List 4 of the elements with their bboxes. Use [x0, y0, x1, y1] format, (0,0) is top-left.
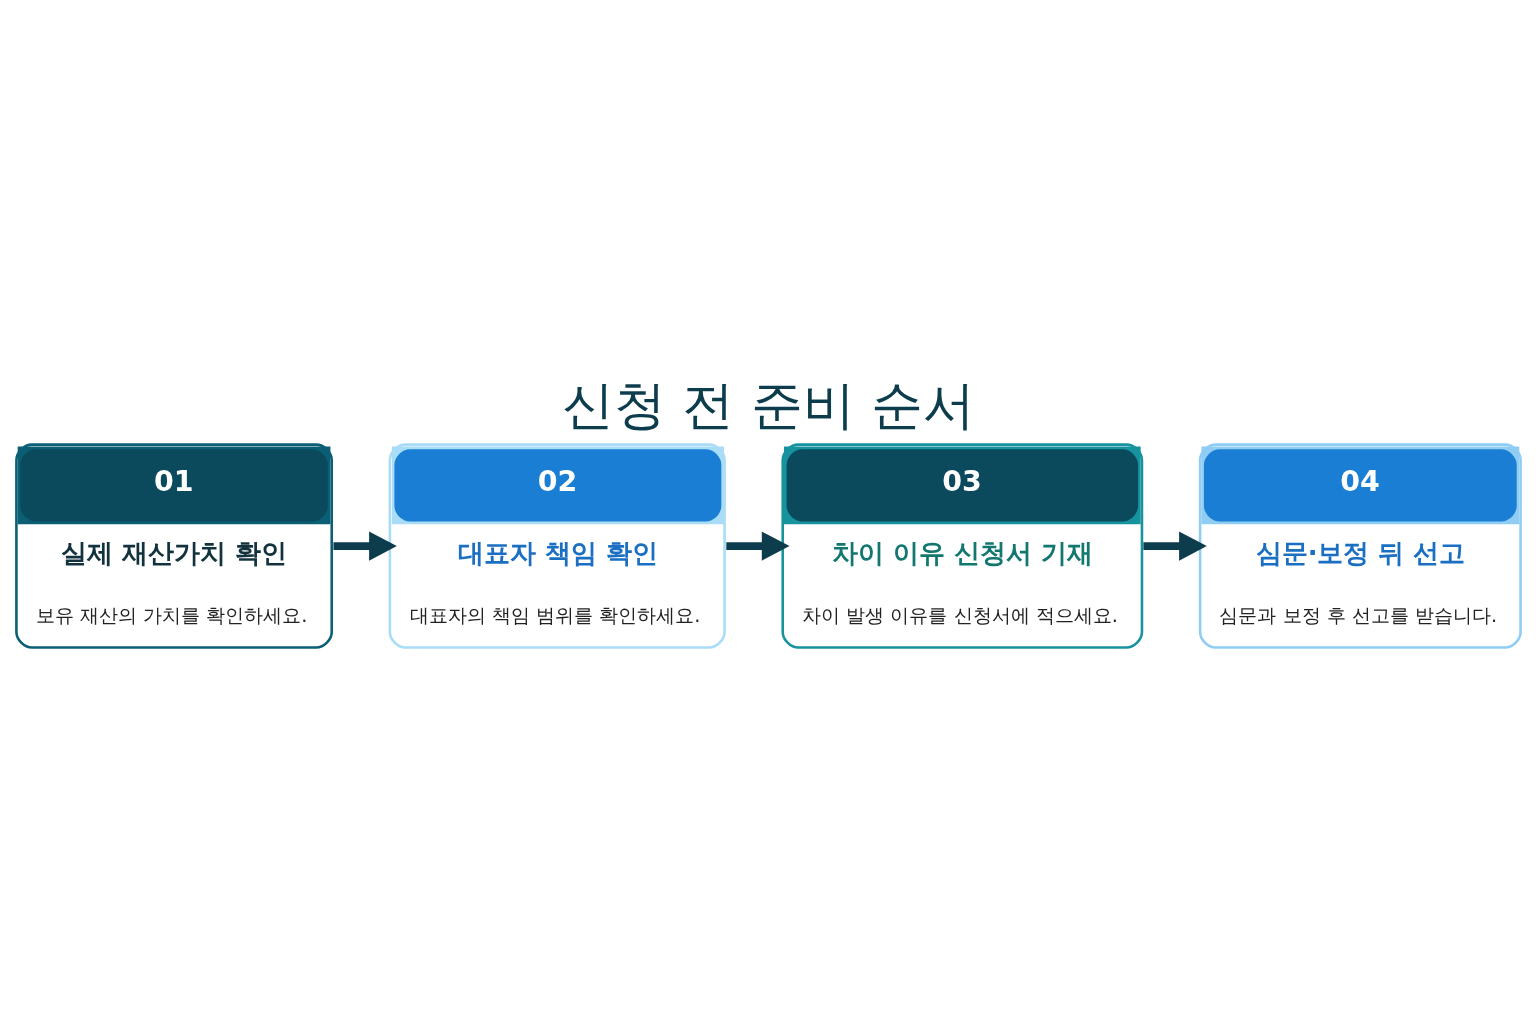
arrow	[1142, 531, 1207, 561]
arrow	[725, 531, 789, 561]
diagram-title: 신청 전 준비 순서	[561, 374, 975, 435]
arrow	[332, 531, 397, 561]
